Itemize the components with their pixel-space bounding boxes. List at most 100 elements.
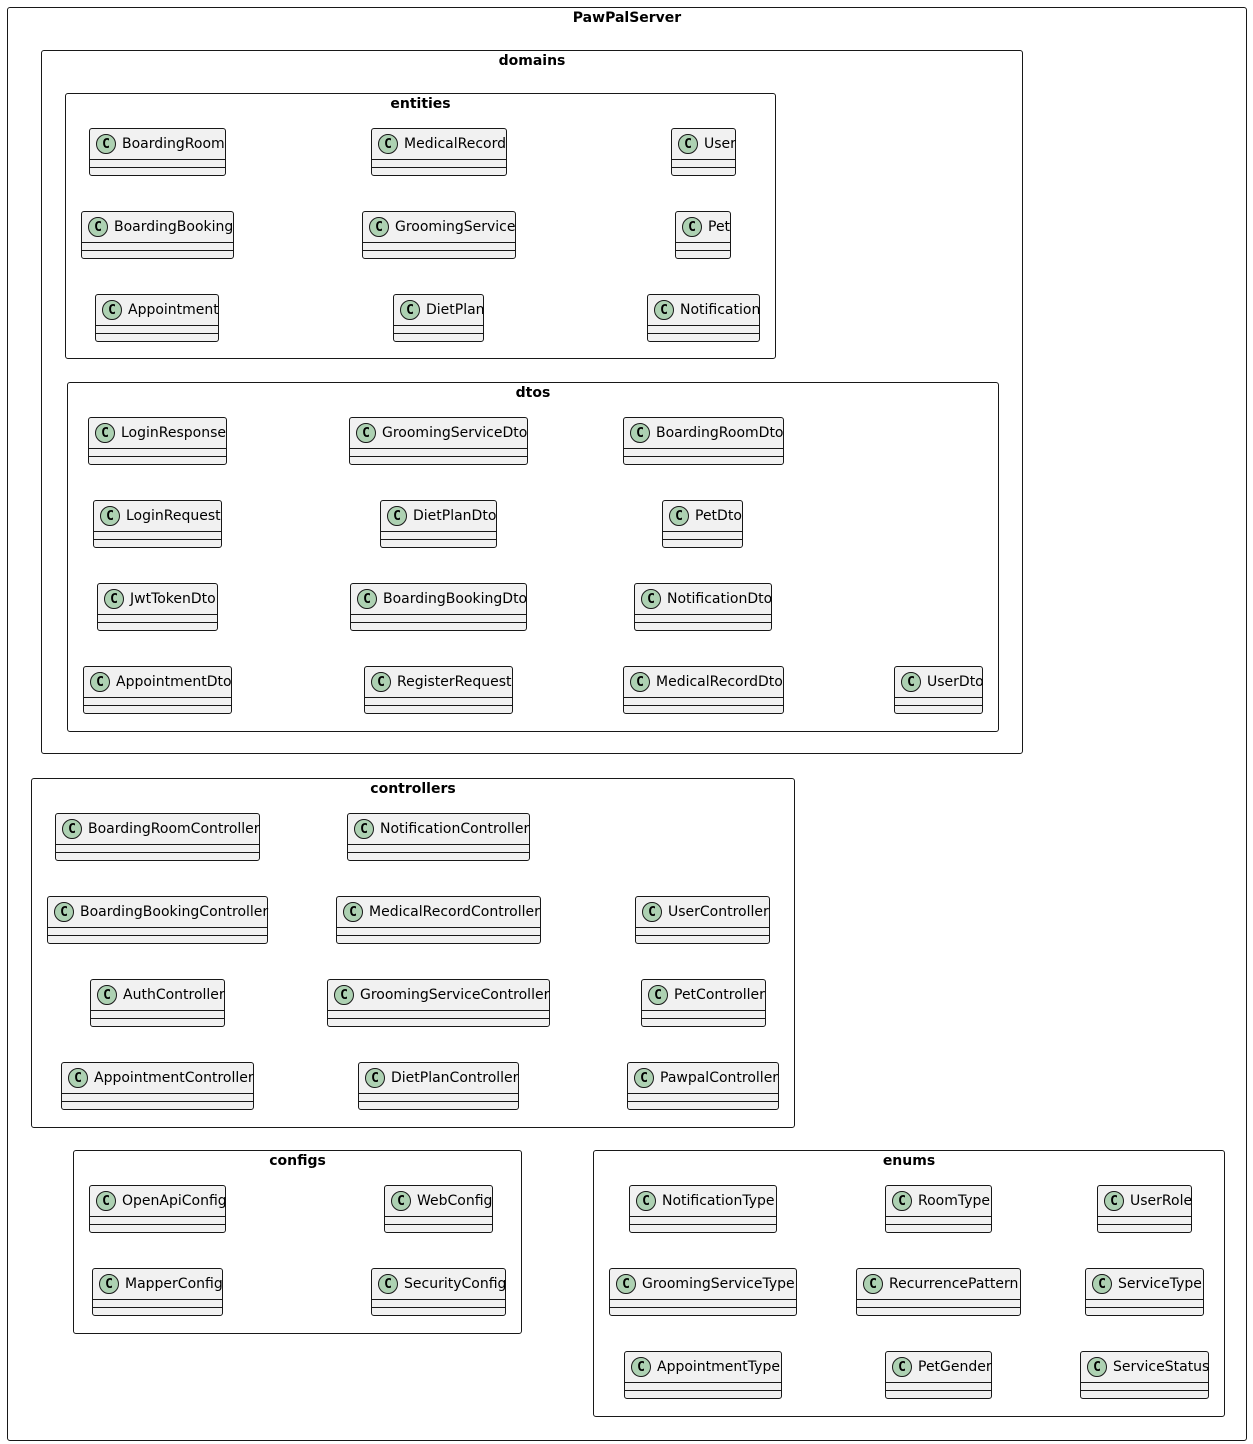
class-icon: C [641, 589, 661, 609]
methods-divider [93, 1307, 222, 1308]
attributes-divider [93, 1299, 222, 1300]
class-name: BoardingBookingController [80, 904, 269, 920]
methods-divider [348, 852, 529, 853]
class-name: UserRole [1130, 1193, 1193, 1209]
class-box[interactable]: C NotificationController [347, 813, 530, 861]
class-icon: C [636, 1191, 656, 1211]
class-name: BoardingRoomDto [656, 425, 784, 441]
attributes-divider [351, 614, 526, 615]
class-icon: C [357, 589, 377, 609]
class-icon: C [354, 819, 374, 839]
package-title-domains: domains [498, 53, 566, 69]
class-icon: C [100, 506, 120, 526]
methods-divider [610, 1307, 796, 1308]
class-icon: C [97, 985, 117, 1005]
class-name: Notification [680, 302, 761, 318]
methods-divider [84, 705, 231, 706]
class-icon: C [648, 985, 668, 1005]
methods-divider [630, 1224, 776, 1225]
class-icon: C [334, 985, 354, 1005]
attributes-divider [328, 1010, 549, 1011]
class-box[interactable]: C AuthController [90, 979, 225, 1027]
class-name: NotificationType [662, 1193, 775, 1209]
class-name: ServiceType [1118, 1276, 1202, 1292]
attributes-divider [642, 1010, 765, 1011]
class-icon: C [682, 217, 702, 237]
class-icon: C [630, 672, 650, 692]
class-name: MedicalRecordController [369, 904, 540, 920]
methods-divider [48, 935, 267, 936]
class-name: AuthController [123, 987, 225, 1003]
attributes-divider [84, 697, 231, 698]
methods-divider [895, 705, 982, 706]
class-name: ServiceStatus [1113, 1359, 1210, 1375]
methods-divider [1086, 1307, 1203, 1308]
class-name: RoomType [918, 1193, 991, 1209]
class-name: NotificationController [380, 821, 530, 837]
class-name: BoardingRoom [122, 136, 225, 152]
class-icon: C [378, 1274, 398, 1294]
class-icon: C [678, 134, 698, 154]
attributes-divider [381, 531, 496, 532]
attributes-divider [350, 448, 527, 449]
methods-divider [372, 167, 506, 168]
attributes-divider [363, 242, 515, 243]
class-name: GroomingServiceDto [382, 425, 528, 441]
class-box[interactable]: C NotificationType [629, 1185, 777, 1233]
attributes-divider [91, 1010, 224, 1011]
class-name: BoardingRoomController [88, 821, 260, 837]
